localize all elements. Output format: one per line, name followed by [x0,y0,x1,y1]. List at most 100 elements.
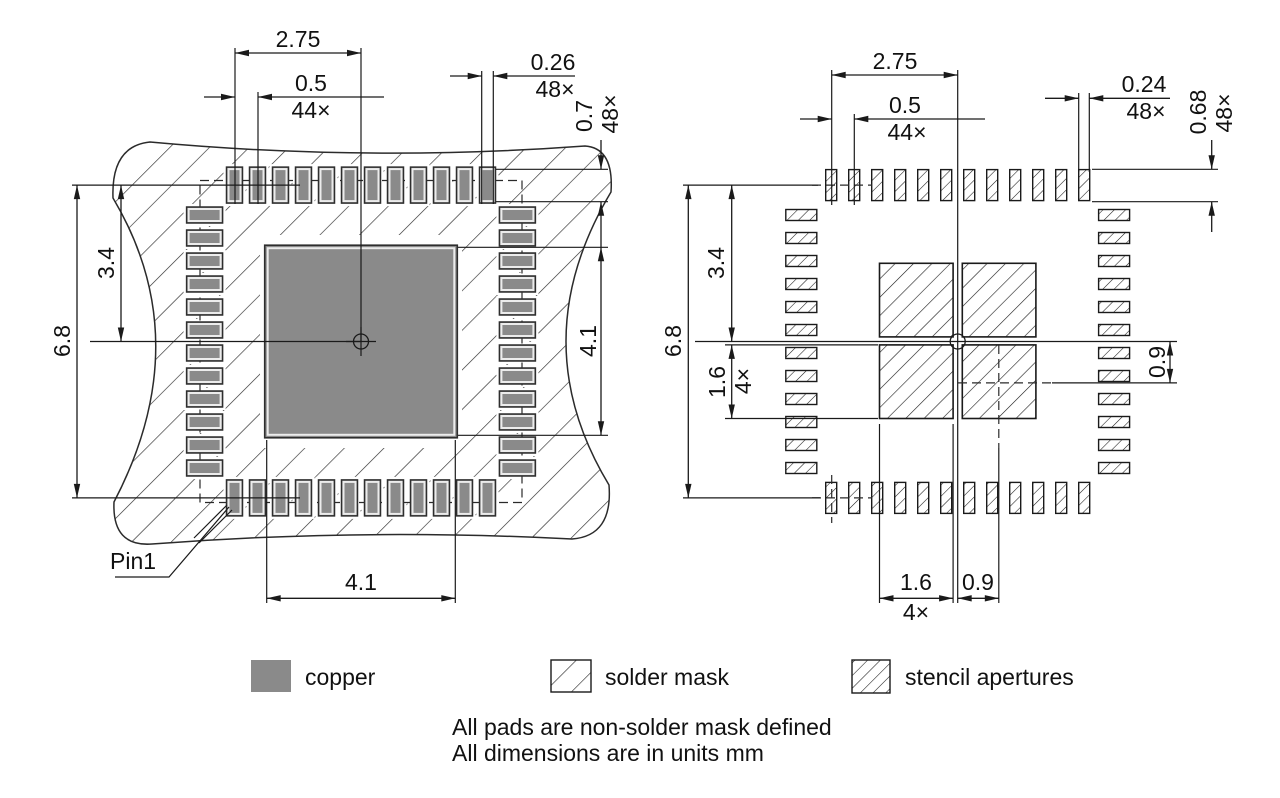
copper-pad [432,479,451,517]
copper-pad-inner-ring [480,480,495,515]
stencil-aperture [1009,481,1022,515]
copper-pad [185,229,224,247]
dim-thermal-height: 4.1 [575,325,601,357]
copper-pad-inner-ring [500,346,535,360]
copper-pad [409,166,428,204]
dim-row-to-center: 3.4 [703,247,729,279]
solder-mask-swatch [550,659,592,693]
copper-pad-inner-ring [500,415,535,429]
copper-pad-inner-ring [411,480,426,515]
copper-pad-inner-ring [500,323,535,337]
copper-pad [185,367,224,385]
copper-pad-inner-ring [457,480,472,515]
stencil-aperture [785,415,818,429]
note-line-2: All dimensions are in units mm [452,740,764,766]
stencil-aperture [986,481,999,515]
stencil-aperture [963,481,976,515]
stencil-aperture [986,168,999,202]
copper-pad-inner-ring [434,480,449,515]
copper-pad [363,166,382,204]
dim-paste-size-bottom: 1.6 [900,569,932,595]
stencil-view: 2.75 0.5 44× 0.24 48× 0.68 48× 3.4 6.8 [660,48,1237,625]
dim-pad-width-count: 48× [535,76,574,102]
stencil-aperture [785,254,818,268]
stencil-aperture [1009,168,1022,202]
copper-pad [455,479,474,517]
dim-span-to-center: 2.75 [276,26,321,52]
stencil-aperture [785,369,818,383]
copper-pad-inner-ring [388,480,403,515]
stencil-aperture [785,208,818,222]
copper-pad [498,367,537,385]
dim-aperture-width-count: 48× [1126,98,1165,124]
center-crosshair-icon [352,333,370,350]
dim-aperture-length: 0.68 [1185,90,1211,135]
dim-row-to-center: 3.4 [93,247,119,279]
copper-pad [478,479,497,517]
copper-pad-inner-ring [187,438,222,452]
dim-paste-size-left: 1.6 [704,366,730,398]
copper-pad-inner-ring [187,369,222,383]
pin1-chamfer-mark [198,509,233,544]
copper-pad [185,413,224,431]
dim-thermal-width: 4.1 [345,569,377,595]
dim-overall: 6.8 [49,325,75,357]
copper-pad-inner-ring [457,168,472,203]
dim-paste-offset-bottom: 0.9 [962,569,994,595]
stencil-aperture [1097,392,1131,406]
copper-pad [340,479,359,517]
stencil-aperture [1097,438,1131,452]
copper-swatch [251,660,291,692]
stencil-aperture [917,481,930,515]
copper-pad-inner-ring [500,208,535,222]
notes: All pads are non-solder mask defined All… [452,714,832,766]
center-crosshair-icon [949,333,966,350]
copper-pad [498,344,537,362]
copper-pad-inner-ring [500,231,535,245]
copper-pads [185,166,537,517]
stencil-aperture [1097,231,1131,245]
copper-pad [432,166,451,204]
copper-pad [498,275,537,293]
stencil-aperture [871,481,884,515]
stencil-aperture [1097,415,1131,429]
stencil-apertures-swatch [851,659,891,694]
copper-pad-inner-ring [187,415,222,429]
copper-pad-inner-ring [342,480,357,515]
copper-pad [498,229,537,247]
copper-pad-inner-ring [411,168,426,203]
stencil-aperture [785,461,818,475]
stencil-aperture [785,392,818,406]
stencil-aperture [871,168,884,202]
copper-view: 2.75 0.5 44× 0.26 48× 0.7 48× 4.1 3.4 [49,26,623,603]
stencil-aperture [785,300,818,314]
stencil-aperture [1031,481,1045,515]
paste-aperture [878,262,954,338]
copper-pad-inner-ring [187,208,222,222]
copper-pad-inner-ring [187,277,222,291]
stencil-aperture [917,168,930,202]
stencil-aperture [940,168,953,202]
dim-aperture-length-count: 48× [1211,93,1237,132]
copper-pad-inner-ring [365,480,380,515]
dim-paste-count-bottom: 4× [903,599,929,625]
copper-pad [185,390,224,408]
dim-pad-width: 0.26 [531,49,576,75]
legend: copper solder mask stencil apertures [251,659,1074,694]
legend-stencil-apertures-label: stencil apertures [905,664,1074,690]
copper-pad [498,436,537,454]
copper-pad-inner-ring [319,480,334,515]
copper-pad [185,344,224,362]
copper-pad-inner-ring [500,300,535,314]
copper-pad [478,166,497,204]
stencil-aperture [1097,208,1131,222]
copper-pad [317,166,336,204]
copper-pad [498,321,537,339]
copper-pad [498,413,537,431]
copper-pad-inner-ring [187,346,222,360]
stencil-aperture [1097,277,1131,291]
dim-span-to-center: 2.75 [873,48,918,74]
stencil-aperture [1097,461,1131,475]
copper-pad-inner-ring [187,231,222,245]
